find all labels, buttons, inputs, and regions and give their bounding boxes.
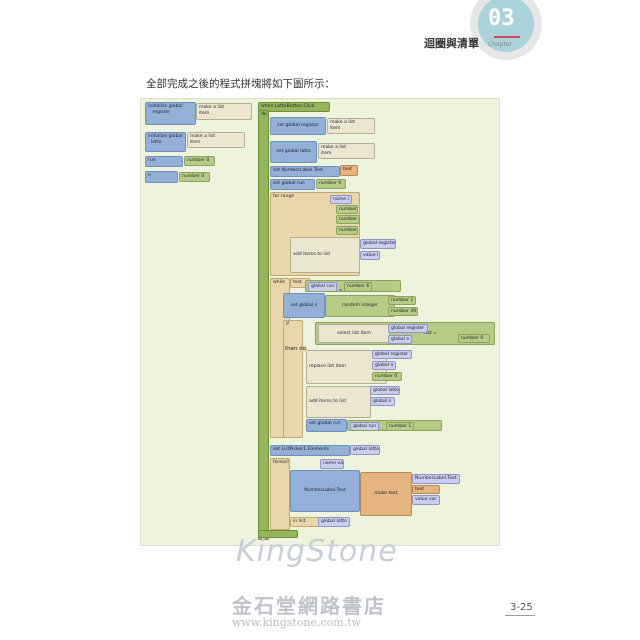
var-name: n — [148, 173, 151, 178]
set-lotto-block: set global lotto — [270, 141, 317, 163]
global-register-block: global register — [388, 324, 428, 333]
number-block: number 0 — [184, 156, 215, 166]
page-number-rule — [505, 615, 535, 616]
socket-label: item — [199, 110, 210, 116]
block-label: make a list — [330, 120, 356, 125]
number-block: number 1 — [388, 296, 416, 305]
text-block: text — [412, 485, 440, 494]
set-register-block: set global register — [270, 117, 326, 135]
number-block: number 1 — [385, 422, 415, 430]
block-label: initialize global — [148, 134, 183, 139]
set-n-block: set global n — [283, 293, 325, 318]
init-global-n: n — [145, 171, 178, 183]
block-label: for range — [273, 194, 295, 199]
set-label-block: NumberLabel.Text — [290, 470, 360, 512]
operator: not = — [424, 331, 437, 336]
figure-caption: 全部完成之後的程式拼塊將如下圖所示： — [146, 78, 335, 90]
socket-label: item — [330, 125, 341, 131]
watermark-brand: KingStone — [236, 534, 398, 569]
set-label-block: set NumberLabel.Text — [270, 166, 340, 177]
socket-label: item — [190, 139, 201, 145]
chapter-badge-inner — [478, 0, 534, 52]
chapter-number: 03 — [488, 6, 515, 31]
add-items-block: add items to list — [306, 386, 371, 418]
add-items-block: add items to list — [290, 237, 360, 273]
set-run-block: set global run — [306, 419, 347, 432]
event-header: when LottoButton.Click — [258, 102, 330, 112]
name-i-block: name i — [330, 195, 352, 204]
init-global-lotto: initialize global lotto — [145, 132, 186, 152]
socket-label: item — [321, 150, 332, 156]
random-integer-block: random integer — [325, 295, 395, 317]
global-lotto-block: global lotto — [370, 386, 400, 395]
number-block: number 1 — [336, 205, 358, 214]
item-var-block: name var — [320, 459, 344, 469]
var-name: lotto — [150, 139, 162, 145]
number-block: number 0 — [179, 172, 210, 182]
var-name: register — [152, 109, 171, 115]
block-label: foreach — [273, 460, 290, 465]
operator: ≤ — [338, 288, 343, 292]
number-block: number 1 — [336, 226, 358, 235]
when-label: when — [261, 104, 274, 109]
event-footer — [258, 530, 298, 538]
plus-block: global run + number 1 — [347, 420, 442, 431]
watermark-url: www.kingstone.com.tw — [232, 616, 362, 629]
operator: + — [381, 429, 385, 430]
value-i-block: value i — [360, 251, 380, 260]
compare-block: global run ≤ number 6 — [305, 280, 401, 292]
set-run-block: set global run — [270, 179, 315, 190]
global-n-block: global n — [372, 361, 396, 370]
block-label: make a list — [199, 105, 225, 110]
global-lotto-block: global lotto — [318, 517, 350, 527]
init-global-register: initialize global register — [145, 102, 196, 125]
foreach-block: foreach — [270, 458, 290, 530]
select-list-item-block: select list item — [318, 324, 390, 343]
label-text-block: NumberLabel.Text — [412, 474, 460, 484]
block-label: if — [286, 322, 289, 327]
global-register-block: global register — [360, 239, 396, 249]
block-label: make a list — [321, 145, 347, 150]
set-listpicker-block: set ListPicker1.Elements — [270, 445, 350, 456]
number-block: number 0 — [372, 372, 402, 381]
block-label: make a list — [190, 134, 216, 139]
global-n-block: global n — [370, 397, 395, 406]
make-text-block: make text — [360, 472, 412, 516]
var-name: run — [148, 158, 156, 163]
chapter-title: 迴圈與清單 — [424, 37, 479, 50]
if-block: if — [283, 320, 303, 438]
page-number: 3-25 — [510, 602, 533, 613]
watermark-store: 金石堂網路書店 — [232, 594, 386, 618]
do-label: do — [261, 112, 267, 117]
chapter-label: Chapter — [488, 41, 512, 48]
global-register-block: global register — [372, 350, 412, 359]
number-block: number 0 — [458, 334, 490, 343]
number-block: number 0 — [316, 179, 346, 189]
number-block: number 6 — [343, 282, 373, 291]
event-name: LottoButton.Click — [274, 104, 315, 109]
chapter-divider — [494, 36, 520, 38]
init-global-run: run — [145, 156, 183, 167]
then-do-label: then do — [284, 346, 308, 352]
global-lotto-block: global lotto — [350, 445, 380, 455]
event-spine: do — [258, 110, 269, 540]
in-list-label: in list — [290, 517, 320, 527]
block-label: initialize global — [148, 104, 183, 109]
global-run-block: global run — [308, 282, 338, 291]
text-block: text — [340, 165, 358, 176]
global-run-block: global run — [350, 422, 380, 430]
block-label: while — [273, 280, 286, 285]
value-var-block: value var — [412, 495, 440, 505]
number-block: number 49 — [388, 307, 418, 316]
number-block: number 49 — [336, 215, 360, 224]
global-n-block: global n — [388, 335, 412, 344]
